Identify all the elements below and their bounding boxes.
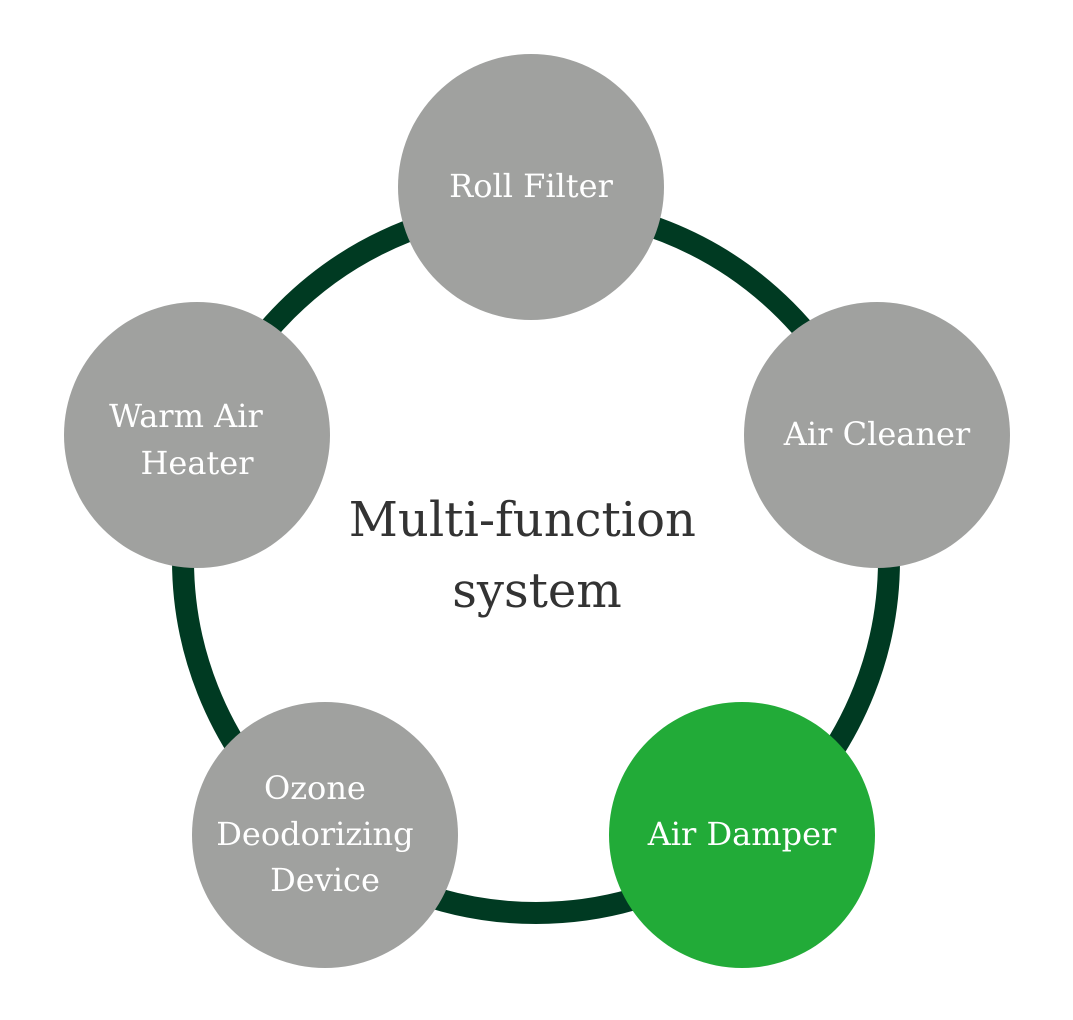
node-warm-air-heater-label: Warm Air Heater [109,397,273,482]
node-warm-air-heater: Warm Air Heater [64,302,330,568]
node-air-cleaner-label: Air Cleaner [783,415,971,453]
center-title-line-2: system [452,563,622,619]
center-title: Multi-function system [349,492,711,619]
node-roll-filter-label: Roll Filter [449,167,613,205]
node-air-damper-label: Air Damper [647,815,837,853]
node-warm-air-heater-circle [64,302,330,568]
node-ozone-deodorizing-device-label: Ozone Deodorizing Device [216,769,424,899]
node-air-damper-circle [609,702,875,968]
node-ozone-deodorizing-device: Ozone Deodorizing Device [192,702,458,968]
node-air-damper: Air Damper [609,702,875,968]
node-roll-filter: Roll Filter [398,54,664,320]
node-air-cleaner-circle [744,302,1010,568]
node-ozone-deodorizing-device-circle [192,702,458,968]
node-roll-filter-circle [398,54,664,320]
node-air-cleaner: Air Cleaner [744,302,1010,568]
center-title-line-1: Multi-function [349,492,696,548]
